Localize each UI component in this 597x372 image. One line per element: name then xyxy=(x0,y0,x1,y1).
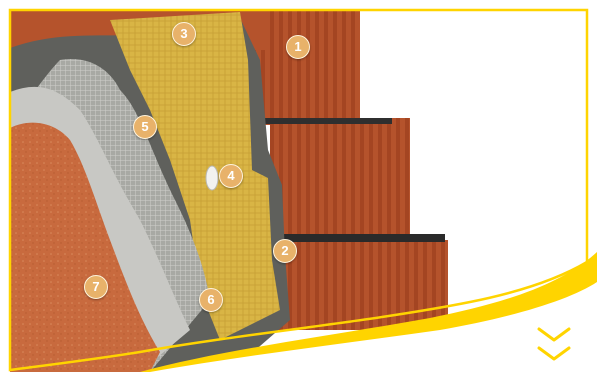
marker-1[interactable]: 1 xyxy=(286,35,310,59)
chevron-down-icon[interactable] xyxy=(536,345,572,363)
chevron-down-icon[interactable] xyxy=(536,326,572,344)
marker-3[interactable]: 3 xyxy=(172,22,196,46)
anchor-dowel xyxy=(206,166,218,190)
marker-6[interactable]: 6 xyxy=(199,288,223,312)
marker-4[interactable]: 4 xyxy=(219,164,243,188)
marker-7[interactable]: 7 xyxy=(84,275,108,299)
marker-5[interactable]: 5 xyxy=(133,115,157,139)
marker-2[interactable]: 2 xyxy=(273,239,297,263)
